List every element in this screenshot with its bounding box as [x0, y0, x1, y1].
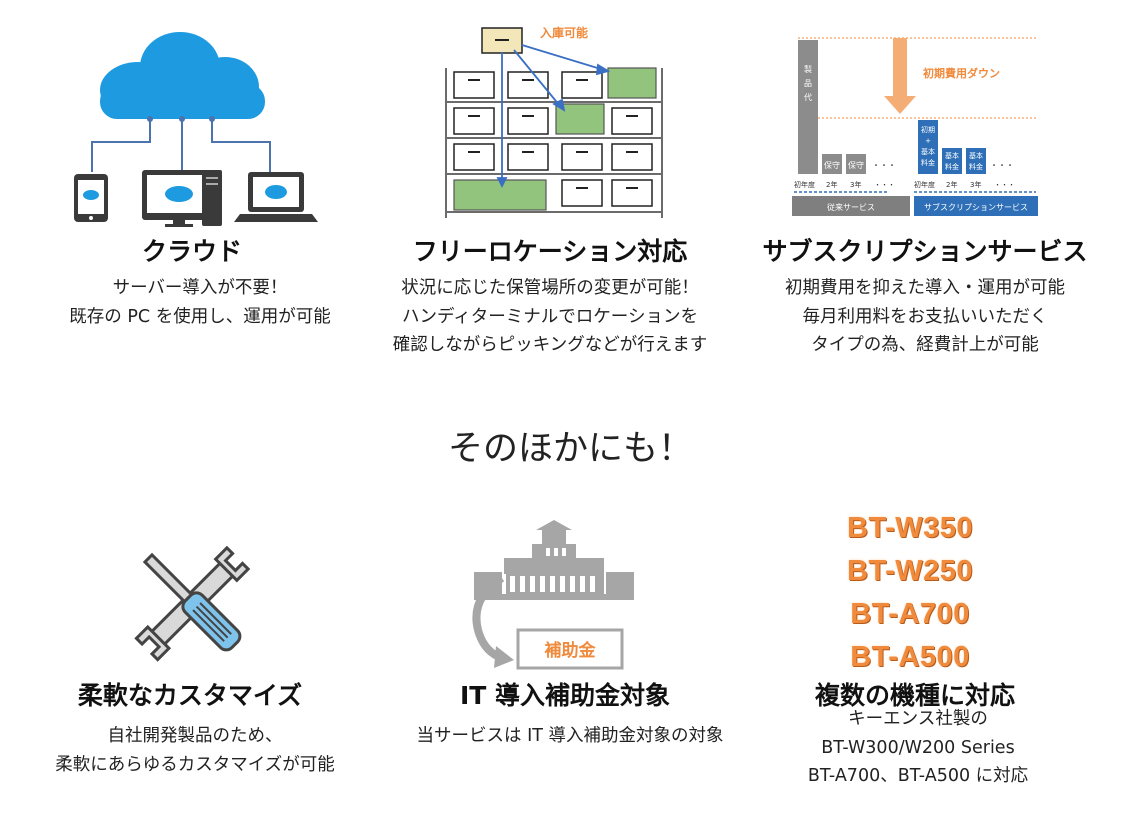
feature-title-free-location: フリーロケーション対応 — [412, 237, 688, 266]
svg-text:料金: 料金 — [969, 162, 983, 171]
model-label-bt-w350: BT-W350 — [847, 512, 973, 544]
model-label-bt-a500: BT-A500 — [850, 641, 970, 673]
section-heading-others: そのほかにも！ — [447, 429, 694, 469]
government-building-icon — [474, 520, 634, 600]
feature-description-subscription: 初期費用を抑えた導入・運用が可能 毎月利用料をお支払いいただく タイプの為、経費… — [785, 278, 1065, 355]
svg-text:3年: 3年 — [970, 180, 981, 189]
extra-title-multi-model: 複数の機種に対応 — [814, 681, 1016, 710]
extra-description-multi-model: キーエンス社製の BT-W300/W200 Series BT-A700、BT-… — [807, 709, 1029, 786]
svg-text:品: 品 — [804, 79, 812, 88]
extra-title-customize: 柔軟なカスタマイズ — [77, 681, 303, 710]
extra-description-customize: 自社開発製品のため、 柔軟にあらゆるカスタマイズが可能 — [55, 726, 335, 775]
svg-text:・・・: ・・・ — [990, 161, 1014, 170]
subsidy-badge — [516, 628, 624, 670]
extra-description-it-subsidy: 当サービスは IT 導入補助金対象の対象 — [416, 726, 724, 746]
svg-text:2年: 2年 — [946, 180, 957, 189]
svg-text:2年: 2年 — [826, 180, 837, 189]
cloud-illustration — [74, 32, 318, 227]
legacy-product-label: 製品代 — [804, 64, 812, 102]
free-location-shelf-illustration: 入庫可能 — [445, 25, 663, 218]
placement-arrows — [496, 44, 611, 189]
svg-text:初年度: 初年度 — [794, 180, 815, 189]
cost-down-arrow-icon — [884, 38, 916, 114]
svg-text:保守: 保守 — [848, 160, 864, 170]
subscription-service-label-box — [914, 196, 1038, 216]
svg-text:製: 製 — [804, 64, 812, 74]
connection-lines — [91, 116, 271, 172]
svg-text:保守: 保守 — [824, 160, 840, 170]
svg-text:料金: 料金 — [921, 158, 935, 167]
svg-text:+: + — [925, 137, 931, 145]
svg-text:サブスクリプションサービス: サブスクリプションサービス — [924, 202, 1028, 212]
svg-text:初期: 初期 — [921, 125, 935, 134]
tablet-icon — [74, 174, 108, 222]
feature-description-free-location: 状況に応じた保管場所の変更が可能！ ハンディターミナルでロケーションを 確認しな… — [392, 278, 708, 355]
svg-text:基本: 基本 — [921, 147, 935, 156]
subscription-initial-bar — [918, 120, 938, 174]
model-label-bt-w250: BT-W250 — [847, 555, 973, 587]
feature-title-subscription: サブスクリプションサービス — [762, 237, 1088, 266]
svg-text:初年度: 初年度 — [914, 180, 935, 189]
svg-text:・・・: ・・・ — [874, 181, 895, 189]
diagram-label-storage-available: 入庫可能 — [540, 25, 588, 40]
svg-text:従来サービス: 従来サービス — [827, 202, 875, 212]
feature-description-cloud: サーバー導入が不要！ 既存の PC を使用し、運用が可能 — [69, 278, 331, 327]
svg-text:・・・: ・・・ — [872, 161, 896, 170]
legacy-product-bar — [798, 40, 818, 174]
svg-text:・・・: ・・・ — [994, 181, 1015, 189]
model-label-bt-a700: BT-A700 — [850, 598, 970, 630]
subsidy-illustration: 補助金 — [472, 520, 634, 670]
subscription-cost-diagram: 初期費用ダウン 製品代 保守 保守 ・・・ 初期 + 基本 料金 基本 料金 基… — [792, 37, 1038, 216]
available-slots — [453, 67, 657, 211]
diagram-arrow-label: 初期費用ダウン — [923, 66, 1000, 80]
svg-text:基本: 基本 — [945, 151, 959, 160]
cloud-icon — [100, 32, 265, 119]
svg-text:基本: 基本 — [969, 151, 983, 160]
svg-text:料金: 料金 — [945, 162, 959, 171]
desktop-pc-icon — [142, 170, 222, 227]
extra-title-it-subsidy: IT 導入補助金対象 — [459, 681, 671, 710]
laptop-icon — [234, 172, 318, 222]
svg-text:代: 代 — [804, 92, 812, 102]
svg-text:補助金: 補助金 — [544, 640, 597, 661]
legacy-service-label-box — [792, 196, 910, 216]
feature-title-cloud: クラウド — [141, 237, 243, 266]
wrench-screwdriver-icon — [134, 545, 251, 662]
svg-text:3年: 3年 — [850, 180, 861, 189]
